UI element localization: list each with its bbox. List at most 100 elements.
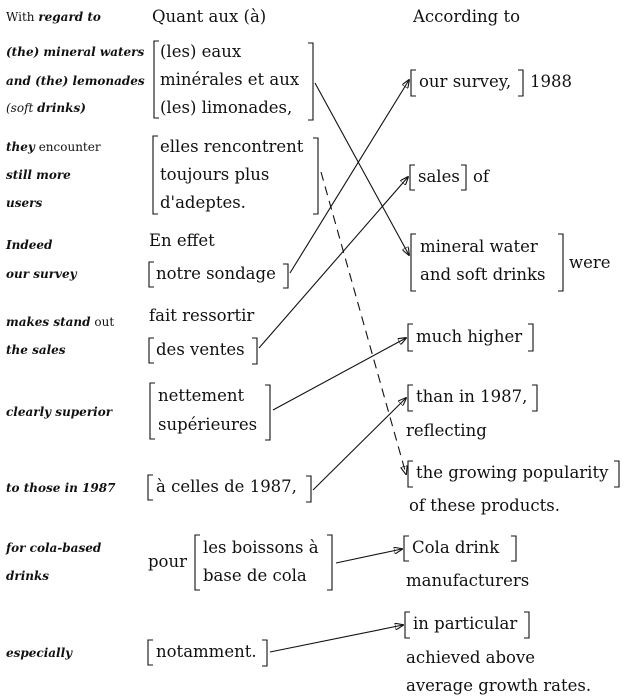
en-cola-drink: Cola drink bbox=[412, 538, 500, 557]
arrow-notamment-to-particular bbox=[269, 625, 403, 653]
fr-minerales: minérales et aux bbox=[160, 70, 300, 89]
gloss-cola-based: for cola-based bbox=[6, 541, 102, 555]
bracket-en-sales-right bbox=[461, 164, 467, 191]
bracket-en-higher-right bbox=[528, 323, 534, 352]
fr-pour: pour bbox=[148, 552, 188, 571]
en-much-higher: much higher bbox=[416, 327, 523, 346]
bracket-fr-adeptes-left bbox=[152, 135, 158, 215]
gloss-especially: especially bbox=[6, 646, 73, 660]
en-soft-drinks: and soft drinks bbox=[420, 265, 546, 284]
gloss-soft: (soft bbox=[6, 101, 38, 115]
fr-boissons: les boissons à bbox=[203, 538, 319, 557]
bracket-en-higher-left bbox=[407, 323, 413, 352]
en-of: of bbox=[473, 167, 490, 186]
gloss-encounter: encounter bbox=[34, 140, 101, 154]
bracket-fr-adeptes-right bbox=[313, 137, 319, 215]
gloss-header-emph: regard to bbox=[38, 10, 101, 24]
gloss-out: out bbox=[90, 315, 115, 329]
bracket-fr-sondage-right bbox=[283, 263, 289, 289]
en-these-products: of these products. bbox=[409, 496, 560, 515]
gloss-lemonades: and (the) lemonades bbox=[6, 74, 145, 88]
en-our-survey: our survey, bbox=[419, 72, 512, 91]
en-achieved-above: achieved above bbox=[406, 648, 536, 667]
bracket-fr-superieures-left bbox=[149, 382, 155, 440]
english-header: According to bbox=[413, 7, 521, 26]
gloss-indeed: Indeed bbox=[6, 238, 53, 252]
bracket-en-sales-left bbox=[409, 164, 415, 191]
gloss-mineral-waters: (the) mineral waters bbox=[6, 45, 145, 59]
gloss-they: they bbox=[6, 140, 35, 154]
bracket-fr-cola-left bbox=[194, 534, 200, 591]
bracket-en-mineral-right bbox=[558, 233, 564, 292]
gloss-users: users bbox=[6, 196, 43, 210]
gloss-makes-stand-out: makes stand out bbox=[6, 315, 114, 329]
bracket-en-survey-left bbox=[410, 69, 416, 97]
arrow-ventes-to-sales bbox=[258, 177, 408, 349]
en-mineral-water: mineral water bbox=[420, 237, 538, 256]
en-growth-rates: average growth rates. bbox=[406, 676, 592, 695]
arrow-celles-to-1987 bbox=[312, 398, 406, 491]
fr-notamment: notamment. bbox=[156, 642, 257, 661]
en-growing-popularity: the growing popularity bbox=[416, 463, 609, 482]
bracket-en-particular-left bbox=[404, 611, 410, 639]
bracket-fr-celles-left bbox=[147, 474, 153, 501]
bracket-en-1987-right bbox=[532, 384, 538, 412]
arrow-adeptes-to-popularity bbox=[320, 171, 406, 474]
bracket-fr-notamment-right bbox=[262, 639, 268, 667]
gloss-soft-drinks: (soft drinks) bbox=[6, 101, 86, 115]
fr-nettement: nettement bbox=[158, 386, 245, 405]
gloss-header-plain: With bbox=[6, 10, 39, 24]
fr-rencontrent: elles rencontrent bbox=[160, 137, 304, 156]
arrow-eaux-to-mineral bbox=[314, 82, 409, 255]
en-than-1987: than in 1987, bbox=[416, 387, 528, 406]
bracket-en-particular-right bbox=[524, 611, 530, 639]
gloss-clearly-superior: clearly superior bbox=[6, 405, 113, 419]
gloss-the-sales: the sales bbox=[6, 343, 66, 357]
bracket-fr-eaux-right bbox=[308, 42, 314, 121]
fr-les-eaux: (les) eaux bbox=[160, 42, 242, 61]
gloss-they-encounter: they encounter bbox=[6, 140, 101, 154]
fr-des-ventes: des ventes bbox=[156, 340, 245, 359]
bracket-fr-eaux-left bbox=[153, 40, 159, 119]
en-1988: 1988 bbox=[530, 72, 572, 91]
fr-notre-sondage: notre sondage bbox=[156, 264, 276, 283]
bracket-en-cola-left bbox=[403, 535, 409, 562]
bracket-en-1987-left bbox=[407, 384, 413, 412]
fr-limonades: (les) limonades, bbox=[160, 98, 293, 117]
fr-superieures: supérieures bbox=[158, 415, 258, 434]
en-reflecting: reflecting bbox=[406, 421, 487, 440]
fr-celles-1987: à celles de 1987, bbox=[156, 477, 297, 496]
french-header: Quant aux (à) bbox=[152, 7, 267, 26]
fr-base-cola: base de cola bbox=[203, 566, 307, 585]
bracket-fr-ventes-right bbox=[252, 337, 258, 365]
gloss-to-those-1987: to those in 1987 bbox=[6, 481, 116, 495]
bracket-fr-cola-right bbox=[327, 534, 333, 591]
gloss-makes-stand: makes stand bbox=[6, 315, 91, 329]
fr-fait-ressortir: fait ressortir bbox=[149, 306, 255, 325]
fr-adeptes: d'adeptes. bbox=[160, 193, 246, 212]
gloss-header: With regard to bbox=[6, 10, 101, 24]
bracket-fr-notamment-left bbox=[147, 639, 153, 666]
arrow-cola-to-cola-drink bbox=[335, 549, 402, 564]
arrow-sondage-to-survey bbox=[289, 80, 409, 274]
en-manufacturers: manufacturers bbox=[406, 571, 530, 590]
fr-toujours-plus: toujours plus bbox=[160, 165, 270, 184]
arrow-superieures-to-higher bbox=[272, 338, 406, 411]
bracket-en-popularity-right bbox=[614, 460, 620, 488]
bracket-fr-ventes-left bbox=[148, 337, 154, 364]
en-sales: sales bbox=[418, 167, 460, 186]
fr-en-effet: En effet bbox=[149, 231, 215, 250]
bracket-en-popularity-left bbox=[407, 460, 413, 488]
bracket-en-mineral-left bbox=[410, 233, 416, 292]
bracket-fr-sondage-left bbox=[148, 261, 154, 288]
gloss-drinks: drinks bbox=[6, 569, 50, 583]
gloss-still-more: still more bbox=[6, 168, 71, 182]
bracket-en-cola-right bbox=[511, 535, 517, 562]
gloss-our-survey: our survey bbox=[6, 267, 77, 281]
bracket-fr-superieures-right bbox=[265, 384, 271, 441]
en-were: were bbox=[569, 253, 611, 272]
bracket-fr-celles-right bbox=[306, 475, 312, 503]
gloss-drinks: drinks) bbox=[37, 101, 86, 115]
en-in-particular: in particular bbox=[413, 614, 518, 633]
